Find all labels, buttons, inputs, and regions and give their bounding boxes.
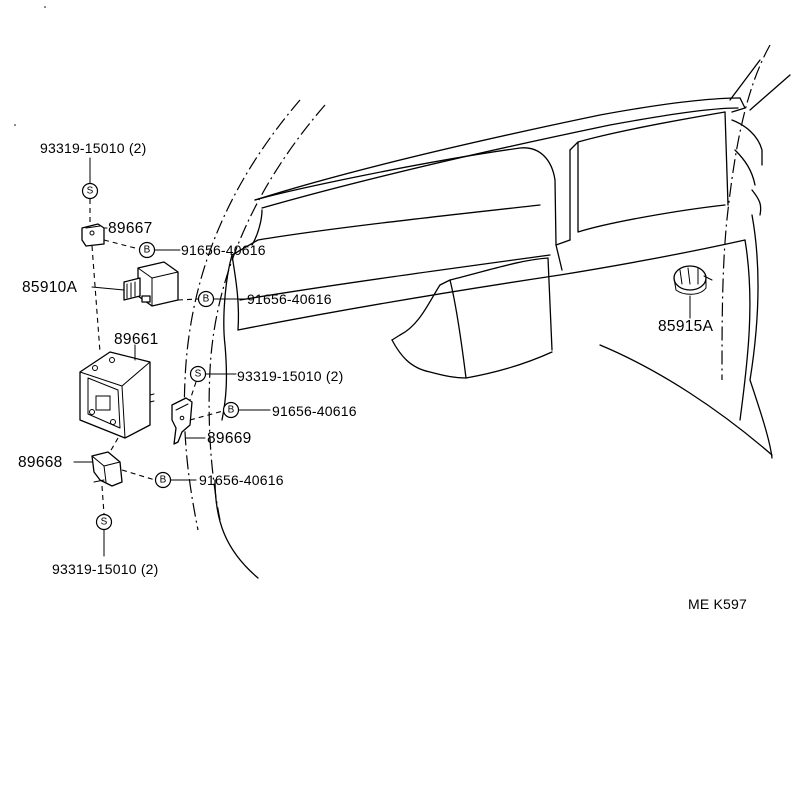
svg-text:B: B (203, 294, 210, 305)
label-85910a: 85910A (22, 279, 78, 296)
label-screw-top: 93319-15010 (2) (40, 140, 147, 156)
reference-code: ME K597 (688, 596, 747, 612)
svg-text:S: S (87, 186, 94, 197)
label-89669: 89669 (207, 430, 252, 447)
bolt-symbol-1: B (138, 241, 156, 259)
bolt-symbol-2: B (197, 290, 215, 308)
label-bolt-4: 91656-40616 (199, 472, 284, 488)
svg-text:B: B (160, 475, 167, 486)
part-labels: 93319-15010 (2) 89667 91656-40616 85910A… (18, 140, 747, 612)
vehicle-outline (183, 44, 791, 579)
label-89661: 89661 (114, 331, 159, 348)
svg-text:S: S (101, 517, 108, 528)
svg-text:B: B (144, 245, 151, 256)
fastener-symbols: S B B S B B S (81, 182, 240, 531)
label-bolt-3: 91656-40616 (272, 403, 357, 419)
bracket-89669-icon (171, 397, 193, 445)
screw-symbol-bottom: S (95, 513, 113, 531)
label-bolt-1: 91656-40616 (181, 242, 266, 258)
switch-85915a-icon (673, 265, 713, 295)
label-85915a: 85915A (658, 318, 714, 335)
relay-85910a-icon (123, 261, 179, 307)
bracket-89667-icon (81, 223, 105, 247)
label-bolt-2: 91656-40616 (247, 291, 332, 307)
leader-lines (73, 157, 691, 557)
bolt-symbol-4: B (154, 471, 172, 489)
label-screw-mid: 93319-15010 (2) (237, 368, 344, 384)
svg-text:S: S (195, 369, 202, 380)
screw-symbol-top: S (81, 182, 99, 200)
bolt-symbol-3: B (222, 401, 240, 419)
control-module-89661-icon (79, 351, 155, 439)
svg-text:B: B (228, 405, 235, 416)
bracket-89668-icon (91, 451, 123, 487)
label-89668: 89668 (18, 454, 63, 471)
screw-symbol-mid: S (189, 365, 207, 383)
label-screw-bottom: 93319-15010 (2) (52, 561, 159, 577)
label-89667: 89667 (108, 220, 153, 237)
